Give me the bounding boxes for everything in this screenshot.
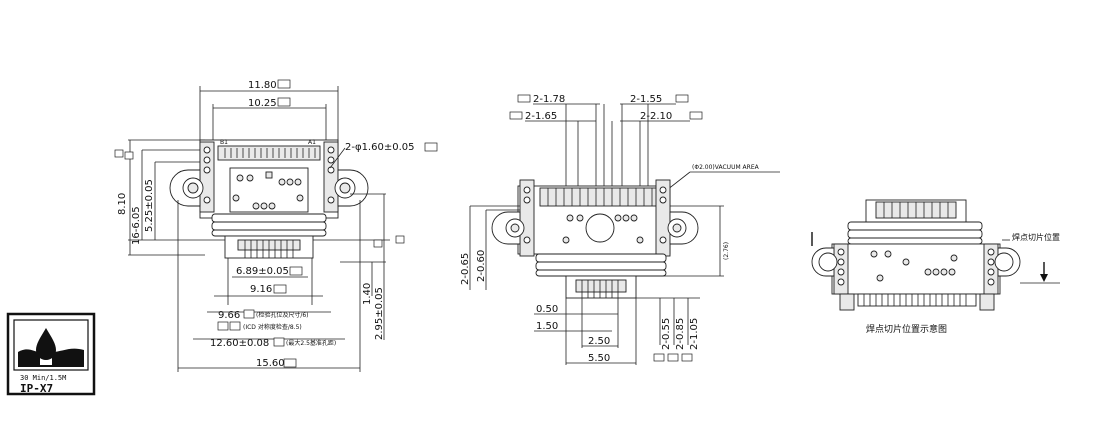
dim-0-50: 0.50: [536, 304, 558, 315]
dim-9-16: 9.16: [250, 284, 272, 295]
pin-label-a1: A1: [308, 139, 316, 146]
dim-2-1-05: 2-1.05: [689, 318, 700, 350]
dim-2-50: 2.50: [588, 336, 610, 347]
dim-5-50: 5.50: [588, 353, 610, 364]
dim-2-76: (2.76): [723, 242, 730, 260]
ipx7-badge: 30 Min/1.5M IP-X7: [6, 312, 96, 396]
dim-16-6-05: 16-6.05: [131, 206, 142, 245]
dim-2-1-65: 2-1.65: [525, 111, 557, 122]
top-pin-row: [224, 148, 316, 158]
solder-caption: 焊点切片位置示意图: [866, 323, 947, 335]
solder-section-view: 焊点切片位置 焊点切片位置示意图: [811, 199, 1060, 335]
vacuum-area-label: (Φ2.00)VACUUM AREA: [692, 164, 760, 171]
dim-6-89: 6.89±0.05: [236, 266, 289, 277]
note-symmetry: (ICD 对称度检查/8.5): [243, 323, 302, 331]
note-12-60: (最大2.5基准孔距): [286, 339, 336, 347]
dim-10-25: 10.25: [248, 98, 277, 109]
dim-2-2-10: 2-2.10: [640, 111, 672, 122]
dim-5-25: 5.25±0.05: [144, 179, 155, 232]
dim-2-0-85: 2-0.85: [675, 318, 686, 350]
badge-rating: IP-X7: [20, 382, 53, 395]
solder-cut-label: 焊点切片位置: [1012, 232, 1060, 242]
dim-9-66: 9.66: [218, 310, 240, 321]
dim-2-0-65: 2-0.65: [460, 253, 471, 285]
solder-housing: [831, 243, 1001, 295]
dim-12-60: 12.60±0.08: [210, 338, 269, 349]
dim-1-50: 1.50: [536, 321, 558, 332]
dim-15-60: 15.60: [256, 358, 285, 369]
badge-depth: 30 Min/1.5M: [20, 374, 66, 382]
dim-11-80: 11.80: [248, 80, 277, 91]
dim-2-1-78: 2-1.78: [533, 94, 565, 105]
dim-2-95: 2.95±0.05: [374, 287, 385, 340]
dim-hole-spec: 2-φ1.60±0.05: [345, 142, 414, 153]
pin-label-b1: B1: [220, 139, 228, 146]
side-view: 2-1.78 2-1.55 2-1.65 2-2.10 (Φ2.00)VACUU…: [460, 94, 780, 365]
front-view: 11.80 10.25 8.10 16-6.05 5.25±0.05: [114, 79, 438, 372]
dim-8-10: 8.10: [117, 193, 128, 215]
dim-1-40: 1.40: [362, 283, 373, 305]
water-drop-icon: [36, 328, 56, 360]
dim-2-0-60: 2-0.60: [476, 250, 487, 282]
note-9-66: (检验孔位及尺寸/6): [256, 311, 309, 319]
dim-2-0-55: 2-0.55: [661, 318, 672, 350]
dim-2-1-55: 2-1.55: [630, 94, 662, 105]
